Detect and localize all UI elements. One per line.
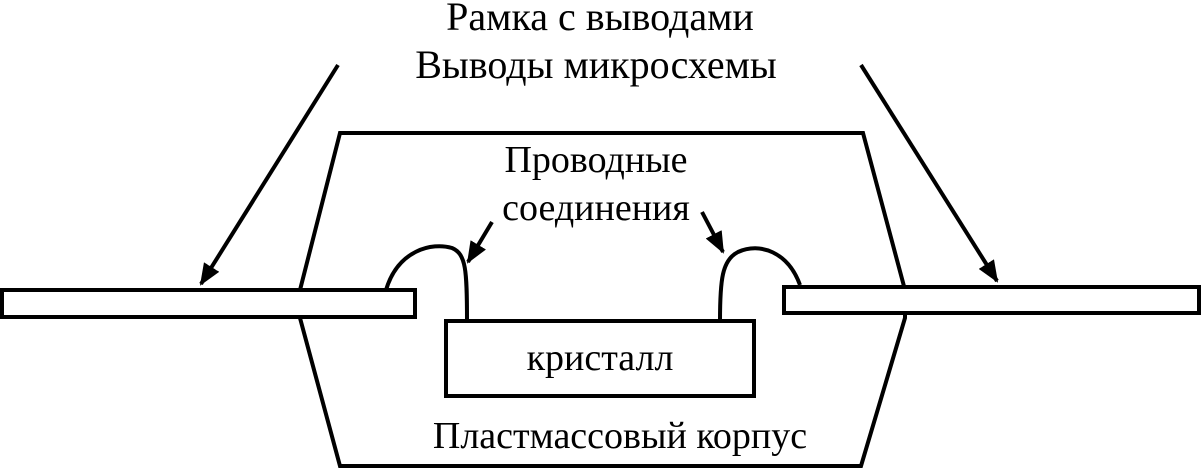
arrow-to-right-lead — [859, 63, 999, 283]
arrow-to-right-wire — [700, 211, 725, 254]
label-frame-with-leads: Рамка с выводами — [446, 0, 754, 39]
arrow-to-left-wire — [466, 220, 494, 264]
label-wire-bonds-line1: Проводные — [504, 139, 687, 181]
arrow-to-left-lead — [199, 63, 340, 286]
right-wire-bond — [718, 246, 802, 322]
right-lead — [782, 285, 1201, 315]
label-die: кристалл — [527, 337, 674, 379]
left-lead — [0, 288, 417, 319]
label-plastic-package: Пластмассовый корпус — [433, 415, 807, 457]
left-wire-bond — [384, 244, 469, 322]
die-rectangle — [444, 319, 756, 398]
label-wire-bonds-line2: соединения — [502, 187, 690, 229]
label-chip-leads: Выводы микросхемы — [415, 42, 777, 87]
